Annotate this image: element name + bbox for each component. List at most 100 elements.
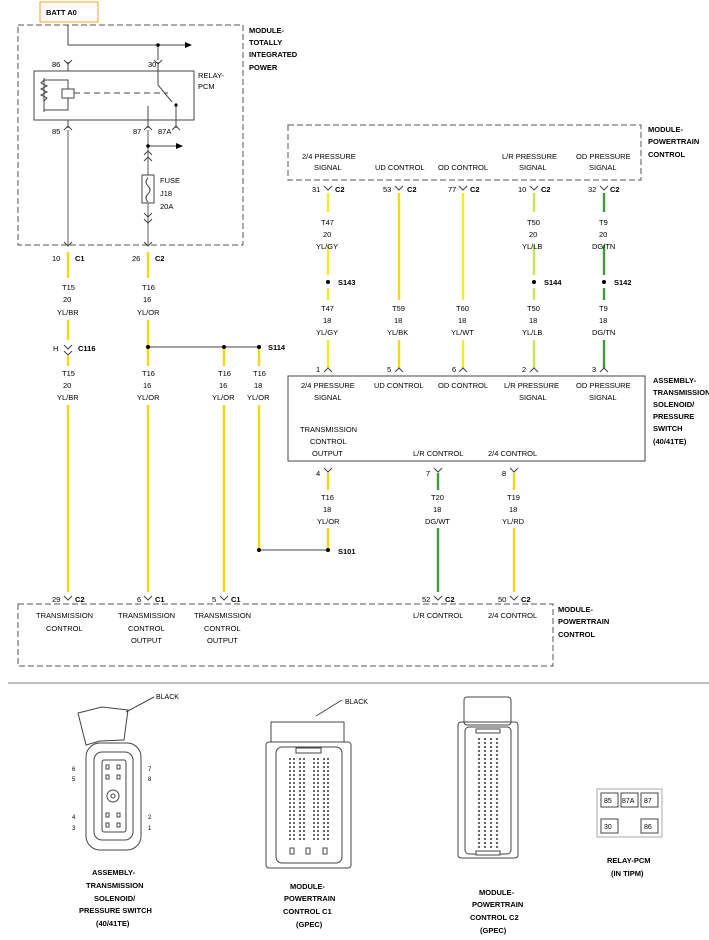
- splice-s144: S144: [544, 278, 562, 287]
- wire-2b-gauge: 16: [143, 381, 151, 390]
- pcm-bottom-label-3: CONTROL: [558, 630, 595, 639]
- sol-top-2-l1: UD CONTROL: [374, 381, 424, 390]
- wire-1b-circuit: T15: [62, 369, 75, 378]
- c116-label: C116: [78, 344, 96, 353]
- wire-d-gauge-2: 18: [529, 316, 537, 325]
- pcm-bottom-1-l2: CONTROL: [46, 624, 83, 633]
- wire-a-circuit-2: T47: [321, 304, 334, 313]
- left-wires: [63, 252, 261, 601]
- wire-1-color: YL/BR: [57, 308, 79, 317]
- wire-3-circuit: T16: [218, 369, 231, 378]
- pcm-top-signal-1-l1: 2/4 PRESSURE: [302, 152, 356, 161]
- wire-1b-color: YL/BR: [57, 393, 79, 402]
- relay-output-wires: [63, 130, 183, 247]
- wire-x-gauge: 18: [323, 505, 331, 514]
- pcm-bottom-box: [17, 603, 554, 667]
- pcm-bottom-pin-5: 50: [498, 595, 506, 604]
- sol-conn-p2: 2: [148, 815, 152, 821]
- pcm-bottom-5-l1: 2/4 CONTROL: [488, 611, 537, 620]
- tipm-label-2: TOTALLY: [249, 38, 282, 47]
- wire-1-gauge: 20: [63, 295, 71, 304]
- pcm-top-pin-1: 31: [312, 185, 320, 194]
- lower-wires: [257, 467, 519, 601]
- wire-4-circuit: T16: [253, 369, 266, 378]
- solenoid-label-1: ASSEMBLY-: [653, 376, 697, 385]
- fuse-amps: 20A: [160, 202, 173, 211]
- wire-a-color-2: YL/GY: [316, 328, 338, 337]
- pcm-top-conn-1: C2: [335, 185, 345, 194]
- pcm-bottom-1-l1: TRANSMISSION: [36, 611, 93, 620]
- pcm-top-signal-1-l2: SIGNAL: [314, 163, 342, 172]
- solenoid-box: [287, 375, 646, 462]
- c1-conn-label-4: (GPEC): [296, 920, 323, 929]
- sol-conn-p7: 7: [148, 767, 152, 773]
- c1-conn-black: BLACK: [345, 699, 368, 706]
- wire-2-pin: 26: [132, 254, 140, 263]
- wire-b-pin: 5: [387, 365, 391, 374]
- splice-s142: S142: [614, 278, 632, 287]
- sol-conn-label-5: (40/41TE): [96, 919, 130, 928]
- sol-tco-1: TRANSMISSION: [300, 425, 357, 434]
- tipm-box: [17, 24, 244, 246]
- pcm-bottom-conn-5: C2: [521, 595, 531, 604]
- pcm-bottom-3-l1: TRANSMISSION: [194, 611, 251, 620]
- wire-e-gauge: 20: [599, 230, 607, 239]
- solenoid-connector-view: [77, 696, 155, 851]
- sol-top-3-l1: OD CONTROL: [438, 381, 488, 390]
- wire-b-color: YL/BK: [387, 328, 408, 337]
- relay-pcm-symbol: [33, 59, 195, 131]
- relay-label-2: PCM: [198, 82, 215, 91]
- wire-x-color: YL/OR: [317, 517, 340, 526]
- c2-conn-label-1: MODULE-: [479, 888, 514, 897]
- splice-s101: S101: [338, 547, 356, 556]
- relay-pin-86: 86: [52, 60, 60, 69]
- right-wires: [323, 193, 609, 373]
- sol-top-1-l2: SIGNAL: [314, 393, 342, 402]
- sol-conn-p3: 3: [72, 826, 76, 832]
- relay-pinout-label-1: RELAY-PCM: [607, 856, 650, 865]
- solenoid-label-4: PRESSURE: [653, 412, 694, 421]
- pcm-top-signal-3-l1: OD CONTROL: [438, 163, 488, 172]
- wire-2-circuit: T16: [142, 283, 155, 292]
- wire-a-gauge: 20: [323, 230, 331, 239]
- wire-z-color: YL/RD: [502, 517, 525, 526]
- wire-e-gauge-2: 18: [599, 316, 607, 325]
- wire-e-color-2: DG/TN: [592, 328, 615, 337]
- sol-conn-label-2: TRANSMISSION: [86, 881, 144, 890]
- pcm-bottom-pin-1: 29: [52, 595, 60, 604]
- wire-d-circuit-2: T50: [527, 304, 540, 313]
- sol-conn-p6: 6: [72, 767, 76, 773]
- wire-z-circuit: T19: [507, 493, 520, 502]
- relay-pin-87: 87: [133, 127, 141, 136]
- sol-tco-3: OUTPUT: [312, 449, 343, 458]
- sol-top-1-l1: 2/4 PRESSURE: [301, 381, 355, 390]
- relay-pin-30: 30: [148, 60, 156, 69]
- wire-d-color-2: YL/LB: [522, 328, 542, 337]
- pcm-top-pin-3: 77: [448, 185, 456, 194]
- relay-label-1: RELAY-: [198, 71, 224, 80]
- pcm-top-connector-marks: [323, 185, 609, 191]
- wire-4-color: YL/OR: [247, 393, 270, 402]
- wire-1-pin: 10: [52, 254, 60, 263]
- relay-pinout-85: 85: [604, 798, 612, 805]
- pcm-c1-connector-view: [265, 699, 352, 869]
- c2-conn-label-2: POWERTRAIN: [472, 900, 523, 909]
- wire-2b-color: YL/OR: [137, 393, 160, 402]
- batt-box: [39, 1, 99, 23]
- pcm-top-signal-4-l2: SIGNAL: [519, 163, 547, 172]
- relay-pin-85: 85: [52, 127, 60, 136]
- fuse-id: J18: [160, 189, 172, 198]
- wire-4-gauge: 18: [254, 381, 262, 390]
- sol-conn-label-1: ASSEMBLY-: [92, 868, 136, 877]
- pcm-bottom-4-l1: L/R CONTROL: [413, 611, 463, 620]
- wire-1b-gauge: 20: [63, 381, 71, 390]
- pcm-c2-connector-view: [457, 696, 519, 859]
- wire-d-circuit: T50: [527, 218, 540, 227]
- sol-conn-label-4: PRESSURE SWITCH: [79, 906, 152, 915]
- sol-conn-black: BLACK: [156, 694, 179, 701]
- sol-conn-p4: 4: [72, 815, 76, 821]
- pcm-top-conn-4: C2: [541, 185, 551, 194]
- wire-b-circuit: T59: [392, 304, 405, 313]
- wire-a-circuit: T47: [321, 218, 334, 227]
